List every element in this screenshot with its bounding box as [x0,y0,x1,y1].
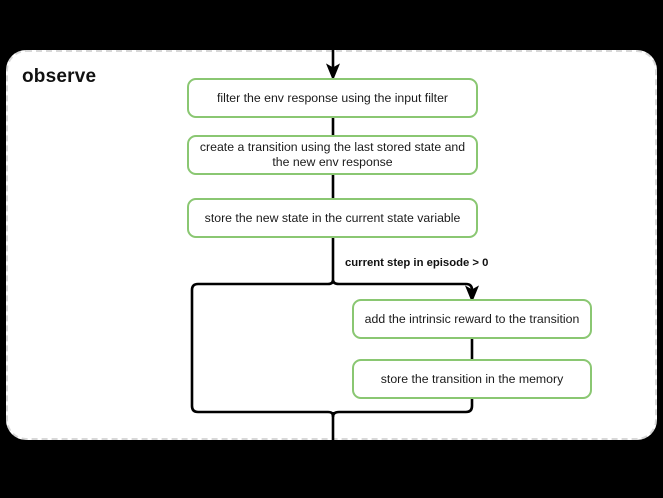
edge-label-conditional-branch: current step in episode > 0 [345,257,489,269]
node-create-transition[interactable]: create a transition using the last store… [187,135,478,175]
node-label: filter the env response using the input … [216,90,449,105]
node-label: store the transition in the memory [380,371,564,386]
group-title-observe: observe [22,66,97,87]
node-store-transition-memory[interactable]: store the transition in the memory [352,359,592,399]
node-label: add the intrinsic reward to the transiti… [364,311,580,326]
node-add-intrinsic-reward[interactable]: add the intrinsic reward to the transiti… [352,299,592,339]
node-label: store the new state in the current state… [204,210,461,225]
node-label: create a transition using the last store… [199,140,466,169]
node-filter-env-response[interactable]: filter the env response using the input … [187,78,478,118]
node-store-new-state[interactable]: store the new state in the current state… [187,198,478,238]
